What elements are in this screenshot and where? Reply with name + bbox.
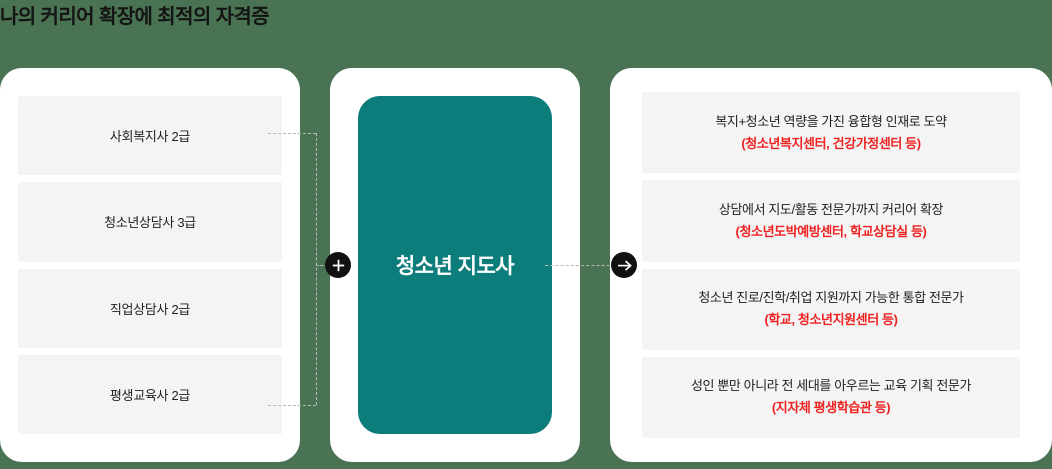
prerequisite-card[interactable]: 직업상담사 2급 [18,268,282,348]
connector-line-top [268,133,316,134]
prerequisite-card-label: 사회복지사 2급 [109,129,191,145]
target-certification-panel: 청소년 지도사 [330,68,580,462]
outcome-card-list: 복지+청소년 역량을 가진 융합형 인재로 도약 (청소년복지센터, 건강가정센… [642,92,1020,438]
prerequisite-card-label: 평생교육사 2급 [109,387,191,403]
target-certification-label: 청소년 지도사 [395,255,515,278]
page-title: 나의 커리어 확장에 최적의 자격증 [0,6,270,28]
outcome-card-description: 성인 뿐만 아니라 전 세대를 아우르는 교육 기획 전문가 [690,378,971,394]
outcome-card-description: 청소년 진로/진학/취업 지원까지 가능한 통합 전문가 [698,290,964,306]
outcome-card-workplaces: (학교, 청소년지원센터 등) [764,312,898,328]
plus-icon [332,259,344,271]
outcome-card-description: 상담에서 지도/활동 전문가까지 커리어 확장 [718,201,944,217]
career-outcomes-panel: 복지+청소년 역량을 가진 융합형 인재로 도약 (청소년복지센터, 건강가정센… [610,68,1052,462]
plus-badge [325,252,351,278]
connector-line-to-plus [316,265,332,266]
prerequisite-card-label: 청소년상담사 3급 [104,215,196,231]
arrow-badge [611,252,637,278]
prerequisite-card[interactable]: 사회복지사 2급 [18,96,282,176]
outcome-card-description: 복지+청소년 역량을 가진 융합형 인재로 도약 [715,113,947,129]
connector-line-spine [316,133,317,405]
prerequisite-card-label: 직업상담사 2급 [109,301,191,317]
outcome-card-workplaces: (지자체 평생학습관 등) [771,400,891,416]
arrow-right-icon [617,259,632,271]
target-certification-card[interactable]: 청소년 지도사 [358,96,552,434]
outcome-card-workplaces: (청소년복지센터, 건강가정센터 등) [741,135,921,151]
connector-line-bottom [268,405,316,406]
outcome-card[interactable]: 성인 뿐만 아니라 전 세대를 아우르는 교육 기획 전문가 (지자체 평생학습… [642,356,1020,438]
outcome-card-workplaces: (청소년도박예방센터, 학교상담실 등) [735,223,927,239]
outcome-card[interactable]: 청소년 진로/진학/취업 지원까지 가능한 통합 전문가 (학교, 청소년지원센… [642,268,1020,350]
outcome-card[interactable]: 상담에서 지도/활동 전문가까지 커리어 확장 (청소년도박예방센터, 학교상담… [642,180,1020,262]
prerequisite-card[interactable]: 청소년상담사 3급 [18,182,282,262]
connector-line-to-arrow [545,265,615,266]
prerequisite-card[interactable]: 평생교육사 2급 [18,354,282,434]
prerequisite-certifications-panel: 사회복지사 2급 청소년상담사 3급 직업상담사 2급 평생교육사 2급 [0,68,300,462]
prerequisite-card-list: 사회복지사 2급 청소년상담사 3급 직업상담사 2급 평생교육사 2급 [18,96,282,434]
outcome-card[interactable]: 복지+청소년 역량을 가진 융합형 인재로 도약 (청소년복지센터, 건강가정센… [642,92,1020,174]
